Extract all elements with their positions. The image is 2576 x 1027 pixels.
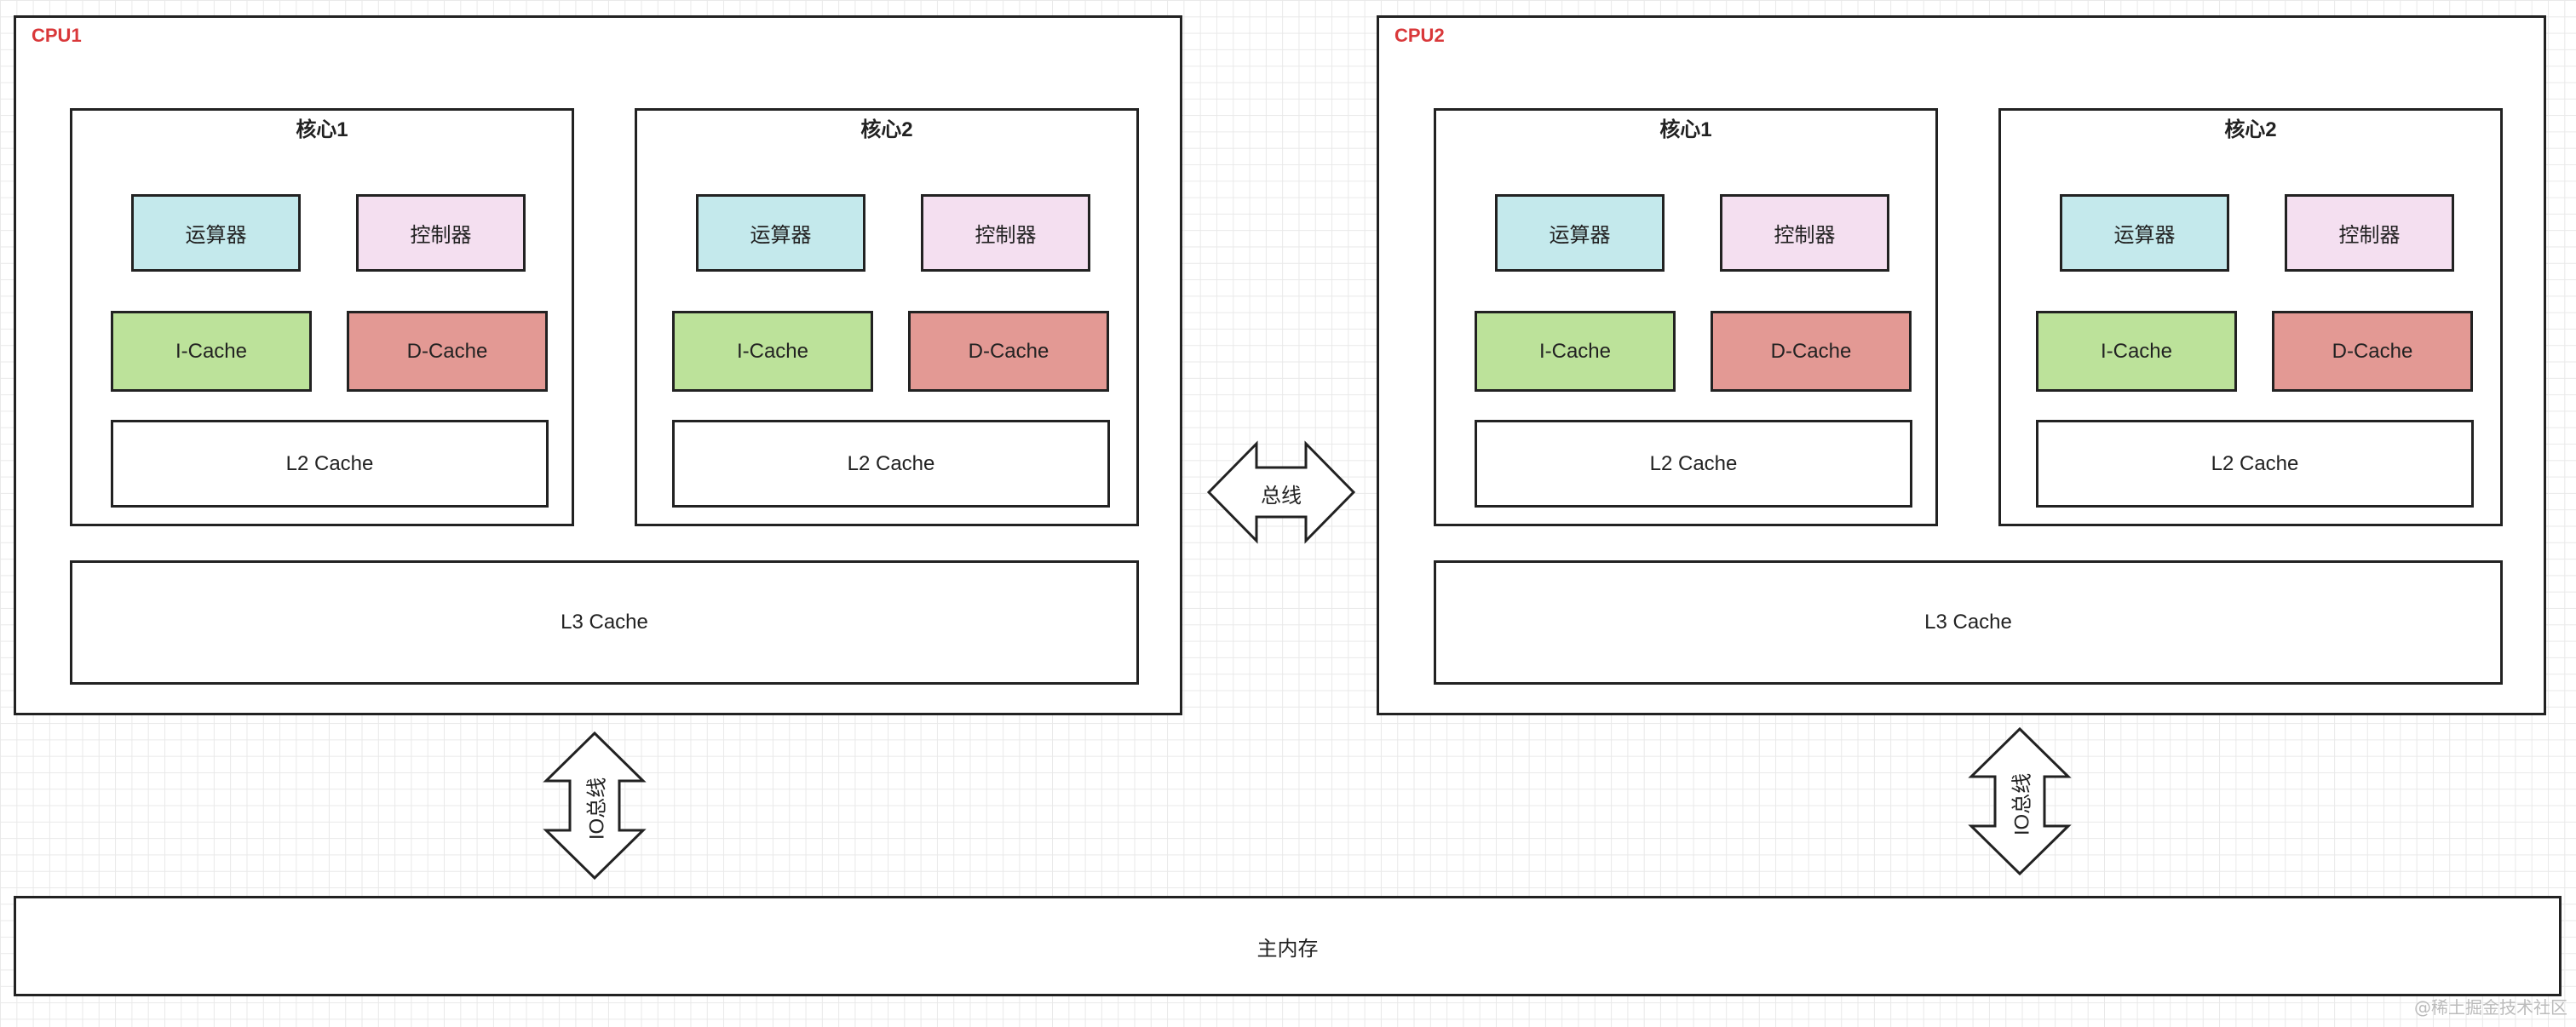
main-memory: 主内存	[14, 896, 2562, 996]
cpu1-core2-controller: 控制器	[921, 194, 1090, 272]
cpu2-core2-box: 核心2 运算器 控制器 I-Cache D-Cache L2 Cache	[1998, 108, 2503, 526]
cpu2-core1-controller: 控制器	[1720, 194, 1889, 272]
cpu1-core1-dcache: D-Cache	[347, 311, 548, 392]
cpu2-core1-alu: 运算器	[1495, 194, 1665, 272]
io-bus-arrow-cpu2	[1968, 726, 2072, 876]
cpu2-box: CPU2 核心1 运算器 控制器 I-Cache D-Cache L2 Cach…	[1377, 15, 2546, 715]
cpu2-label: CPU2	[1394, 25, 1445, 46]
cpu1-core1-alu: 运算器	[131, 194, 301, 272]
cpu2-core2-l2-cache: L2 Cache	[2036, 420, 2474, 508]
cpu2-core1-box: 核心1 运算器 控制器 I-Cache D-Cache L2 Cache	[1434, 108, 1938, 526]
watermark: @稀土掘金技术社区	[2414, 997, 2567, 1018]
cpu2-core2-alu: 运算器	[2060, 194, 2229, 272]
cpu1-core2-dcache: D-Cache	[908, 311, 1109, 392]
cpu1-core1-icache: I-Cache	[111, 311, 312, 392]
cpu2-core2-label: 核心2	[2224, 118, 2277, 141]
cpu1-core2-alu: 运算器	[696, 194, 865, 272]
io-bus-label-cpu2: IO总线	[2010, 772, 2034, 836]
cpu1-l3-cache: L3 Cache	[70, 560, 1139, 685]
io-bus-arrow-cpu1	[543, 731, 647, 881]
cpu1-core1-label: 核心1	[296, 118, 348, 141]
cpu1-box: CPU1 核心1 运算器 控制器 I-Cache D-Cache L2 Cach…	[14, 15, 1182, 715]
cpu2-core2-dcache: D-Cache	[2272, 311, 2473, 392]
cpu2-core2-icache: I-Cache	[2036, 311, 2237, 392]
cpu2-core1-icache: I-Cache	[1475, 311, 1676, 392]
cpu2-core2-controller: 控制器	[2285, 194, 2454, 272]
cpu1-core2-icache: I-Cache	[672, 311, 873, 392]
cpu1-label: CPU1	[32, 25, 82, 46]
system-bus-arrow	[1206, 440, 1356, 544]
cpu1-core1-box: 核心1 运算器 控制器 I-Cache D-Cache L2 Cache	[70, 108, 574, 526]
cpu2-core1-label: 核心1	[1659, 118, 1712, 141]
cpu2-core1-l2-cache: L2 Cache	[1475, 420, 1912, 508]
io-bus-label-cpu1: IO总线	[585, 777, 609, 841]
cpu1-core2-box: 核心2 运算器 控制器 I-Cache D-Cache L2 Cache	[635, 108, 1139, 526]
system-bus-label: 总线	[1261, 485, 1302, 508]
cpu1-core2-label: 核心2	[860, 118, 913, 141]
cpu1-core1-l2-cache: L2 Cache	[111, 420, 549, 508]
cpu1-core2-l2-cache: L2 Cache	[672, 420, 1110, 508]
cpu1-core1-controller: 控制器	[356, 194, 526, 272]
cpu2-l3-cache: L3 Cache	[1434, 560, 2503, 685]
cpu2-core1-dcache: D-Cache	[1711, 311, 1912, 392]
